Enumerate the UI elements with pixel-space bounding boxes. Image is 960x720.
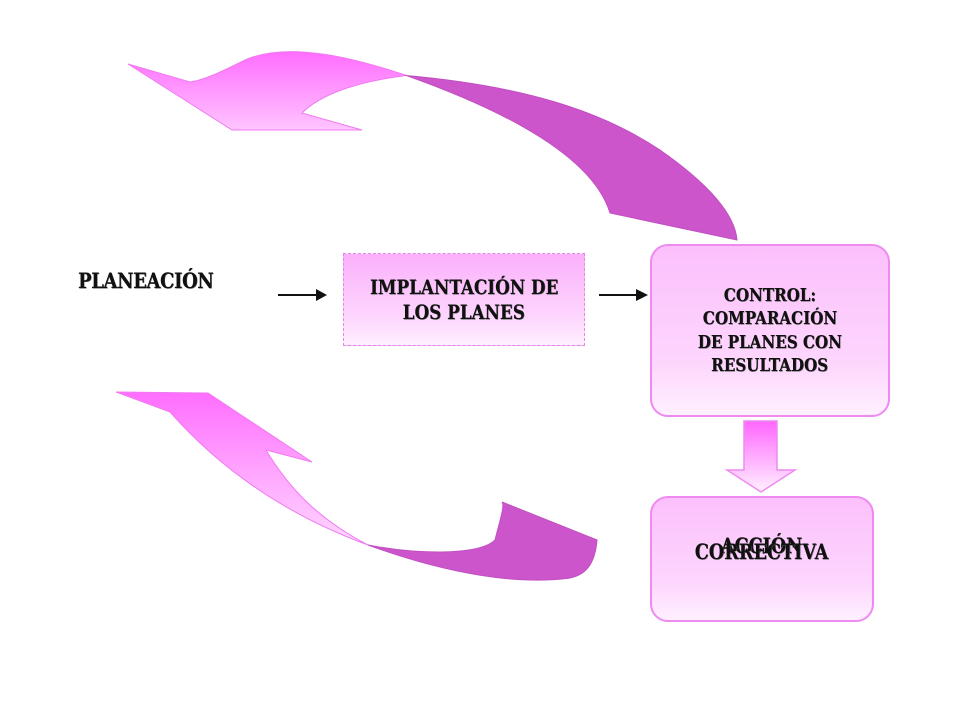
node-implantacion-line-2: LOS PLANES — [402, 299, 526, 324]
bottom-feedback-arrow-tail — [367, 501, 598, 581]
top-feedback-arrow-tail — [399, 74, 738, 241]
node-control-line-4: RESULTADOS — [711, 354, 829, 376]
arrow-implantacion-to-control — [599, 289, 648, 301]
node-implantacion: IMPLANTACIÓN DE LOS PLANES — [343, 253, 585, 346]
node-control-line-3: DE PLANES CON — [697, 331, 843, 353]
node-control: CONTROL: COMPARACIÓN DE PLANES CON RESUL… — [650, 244, 890, 417]
node-implantacion-line-1: IMPLANTACIÓN DE — [369, 275, 559, 300]
top-feedback-arrow-head — [127, 51, 407, 131]
node-planeacion: PLANEACIÓN — [78, 268, 214, 293]
arrow-control-to-accion — [724, 420, 798, 493]
bottom-feedback-arrow-head — [115, 391, 369, 546]
node-control-line-2: COMPARACIÓN — [702, 308, 838, 330]
arrow-planeacion-to-implantacion — [278, 289, 327, 301]
node-accion-correctiva: ACCIÓN CORRECTIVA — [650, 496, 874, 622]
node-control-line-1: CONTROL: — [723, 284, 817, 306]
node-accion-line-1: ACCIÓN — [721, 533, 803, 559]
node-accion-line-2: CORRECTIVA — [695, 539, 829, 564]
